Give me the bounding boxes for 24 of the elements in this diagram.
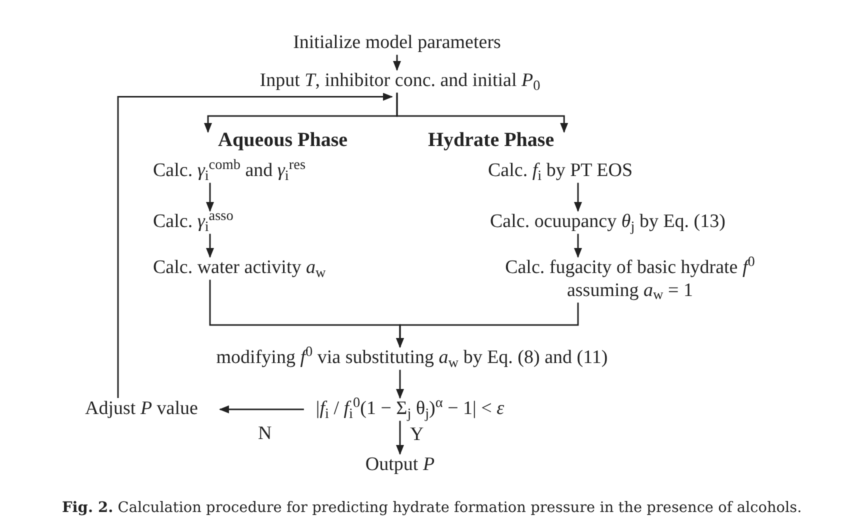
flow-step-text: Calc. ocuupancy θ$_{j}$ by Eq. (13)	[490, 211, 726, 234]
arrow	[218, 405, 304, 414]
figure-caption: Fig. 2. Calculation procedure for predicting hydrate formation pressure in the presence of alcohols.	[62, 498, 802, 518]
flow-step-text: Initialize model parameters	[293, 32, 501, 55]
flow-step-text: Input T, inhibitor conc. and initial P$_{0}$	[260, 70, 540, 93]
flow-step-text: modifying f$^{0}$ via substituting a$_{w}$ by Eq. (8) and (11)	[216, 347, 608, 370]
flow-step-text: Output P	[365, 454, 435, 477]
flow-step-text: Aqueous Phase	[202, 128, 348, 152]
arrow	[396, 302, 579, 348]
flow-step-text: Calc. water activity a$_{w}$	[153, 257, 326, 280]
arrow	[117, 92, 393, 398]
arrow	[393, 54, 401, 71]
flow-step-text: Calc. f$_{i}$ by PT EOS	[488, 160, 633, 183]
arrow	[396, 370, 404, 399]
flow-step-text: |f$_{i}$ / f$_{i}$$^{0}$(1 − Σ$_{j}$ θ$_{j}$)$^{α}$ − 1| < ε	[316, 398, 504, 421]
flow-step-text: Calc. fugacity of basic hydrate f$^{0}$ assuming a$_{w}$ = 1	[480, 257, 780, 303]
flow-step-text: Adjust P value	[85, 398, 198, 421]
arrow	[574, 182, 582, 212]
flow-step-text: Hydrate Phase	[428, 128, 570, 152]
arrow	[206, 182, 214, 212]
arrow	[574, 234, 582, 258]
arrow	[396, 92, 568, 133]
arrow	[206, 234, 214, 258]
arrow	[396, 420, 404, 455]
